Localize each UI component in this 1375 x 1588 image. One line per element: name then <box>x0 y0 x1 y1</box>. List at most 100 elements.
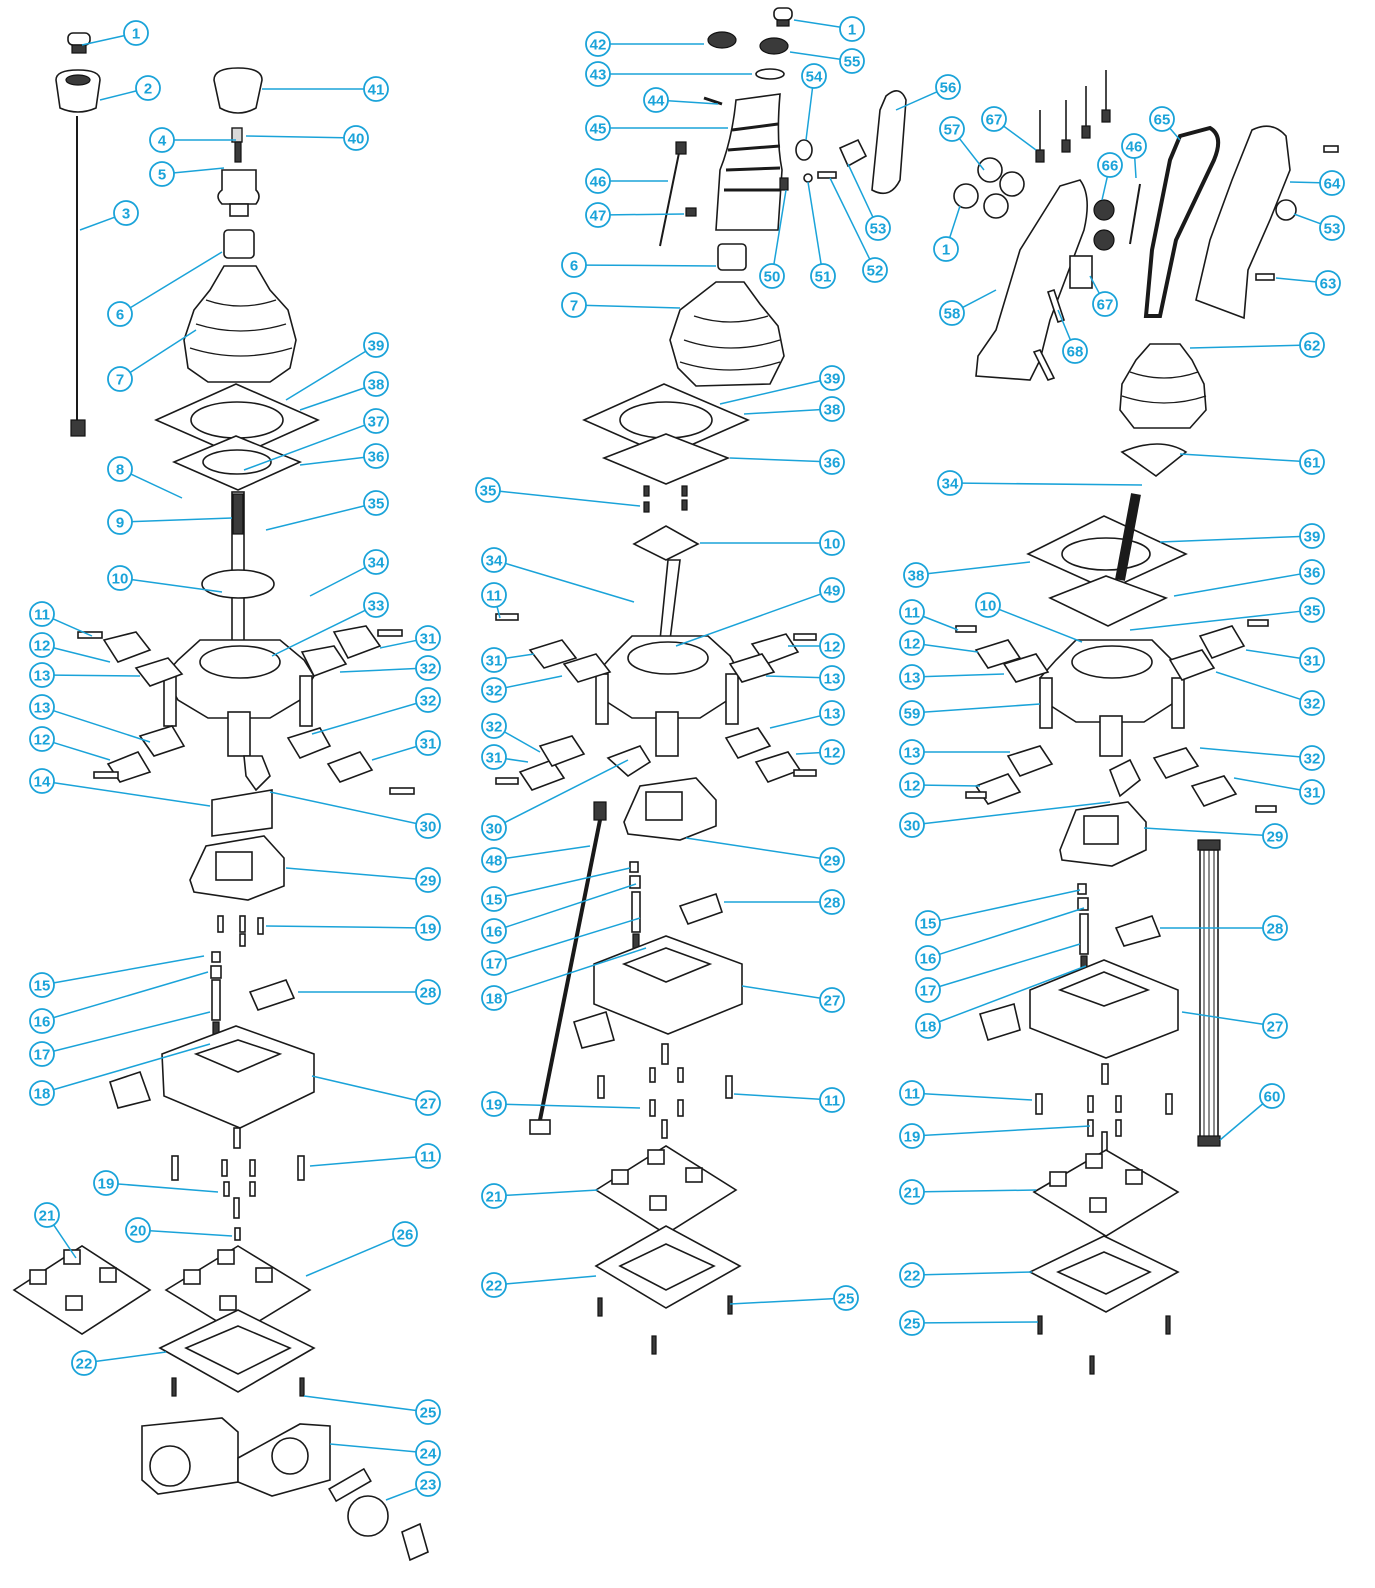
callout-number: 50 <box>764 269 781 286</box>
leader-line <box>99 90 137 101</box>
callout-right-11: 11 <box>899 1080 1033 1106</box>
callout-left-28: 28 <box>298 979 441 1005</box>
callout-right-39: 39 <box>1159 523 1325 549</box>
callout-balloon <box>899 599 925 625</box>
callout-number: 38 <box>368 377 385 394</box>
callout-number: 64 <box>1324 176 1341 193</box>
callout-number: 51 <box>815 269 832 286</box>
callout-number: 31 <box>420 631 437 648</box>
callout-middle-53: 53 <box>847 163 891 241</box>
callout-right-65: 65 <box>1149 106 1181 141</box>
callout-balloon <box>759 263 785 289</box>
callout-number: 17 <box>486 956 503 973</box>
callout-left-37: 37 <box>243 408 389 471</box>
callout-right-19: 19 <box>899 1123 1091 1149</box>
callout-number: 10 <box>980 598 997 615</box>
callout-balloon <box>392 1221 418 1247</box>
callout-right-32: 32 <box>1199 745 1325 771</box>
callout-middle-11: 11 <box>481 582 507 619</box>
callout-balloon <box>107 366 133 392</box>
callout-number: 32 <box>1304 696 1321 713</box>
callout-balloon <box>1262 1013 1288 1039</box>
callout-number: 36 <box>1304 565 1321 582</box>
callout-balloon <box>1299 647 1325 673</box>
pcb-board-part <box>12 1245 152 1335</box>
callout-right-11: 11 <box>899 599 959 631</box>
callout-balloon <box>1299 745 1325 771</box>
leader-line <box>311 702 417 735</box>
callout-right-13: 13 <box>899 739 1010 765</box>
leader-line <box>243 424 366 471</box>
callout-number: 3 <box>122 206 130 223</box>
leader-line <box>741 985 821 999</box>
callout-right-10: 10 <box>975 592 1083 643</box>
leader-line <box>895 91 938 111</box>
callout-number: 31 <box>486 750 503 767</box>
callout-right-58: 58 <box>939 289 997 326</box>
callout-number: 36 <box>824 455 841 472</box>
callout-number: 28 <box>1267 921 1284 938</box>
callout-number: 12 <box>904 778 921 795</box>
callout-left-3: 3 <box>79 200 139 231</box>
leader-line <box>53 971 209 1019</box>
leader-line <box>117 1183 219 1193</box>
callout-right-28: 28 <box>1160 915 1288 941</box>
callout-number: 37 <box>368 414 385 431</box>
callout-number: 12 <box>34 638 51 655</box>
leader-line <box>505 562 635 603</box>
callout-number: 22 <box>904 1268 921 1285</box>
callout-balloon <box>937 470 963 496</box>
callout-balloon <box>34 1202 60 1228</box>
callout-balloon <box>123 20 149 46</box>
callout-balloon <box>415 1471 441 1497</box>
callout-balloon <box>363 443 389 469</box>
callout-middle-44: 44 <box>643 87 719 113</box>
callout-left-31: 31 <box>371 730 441 761</box>
callout-left-7: 7 <box>107 329 197 392</box>
callout-number: 6 <box>570 258 578 275</box>
callout-balloon <box>481 1183 507 1209</box>
sleeve-part <box>223 229 255 259</box>
rubber-boot-part <box>183 265 297 383</box>
callout-right-32: 32 <box>1215 671 1325 716</box>
callout-balloon <box>415 915 441 941</box>
callout-right-22: 22 <box>899 1262 1033 1288</box>
callout-number: 27 <box>824 993 841 1010</box>
callout-number: 17 <box>34 1047 51 1064</box>
callout-number: 56 <box>940 80 957 97</box>
callout-right-21: 21 <box>899 1179 1037 1205</box>
callout-left-2: 2 <box>99 75 161 101</box>
callout-middle-42: 42 <box>585 31 704 57</box>
callout-balloon <box>363 371 389 397</box>
callout-right-59: 59 <box>899 700 1041 726</box>
callout-number: 39 <box>1304 529 1321 546</box>
callout-right-46: 46 <box>1121 133 1147 179</box>
callout-number: 27 <box>420 1096 437 1113</box>
callout-left-1: 1 <box>81 20 149 46</box>
callout-right-61: 61 <box>1179 449 1325 475</box>
grip-handle-part <box>715 93 783 231</box>
callout-number: 47 <box>590 208 607 225</box>
leader-line <box>1057 309 1072 341</box>
callout-balloon <box>585 202 611 228</box>
callout-balloon <box>113 200 139 226</box>
callout-number: 31 <box>420 736 437 753</box>
callout-number: 32 <box>1304 751 1321 768</box>
leader-line <box>149 1230 233 1237</box>
callout-balloon <box>1299 597 1325 623</box>
callout-number: 68 <box>1067 344 1084 361</box>
callout-left-19: 19 <box>93 1170 219 1196</box>
callout-balloon <box>1299 690 1325 716</box>
callout-number: 16 <box>486 924 503 941</box>
leader-line <box>923 643 979 653</box>
leader-line <box>245 135 345 139</box>
callout-number: 25 <box>838 1291 855 1308</box>
leader-line <box>1169 127 1181 141</box>
callout-number: 19 <box>98 1176 115 1193</box>
leader-line <box>1233 777 1301 791</box>
callout-left-33: 33 <box>271 592 389 657</box>
leader-line <box>729 1297 835 1305</box>
leader-line <box>1245 649 1301 659</box>
callout-balloon <box>833 1285 859 1311</box>
